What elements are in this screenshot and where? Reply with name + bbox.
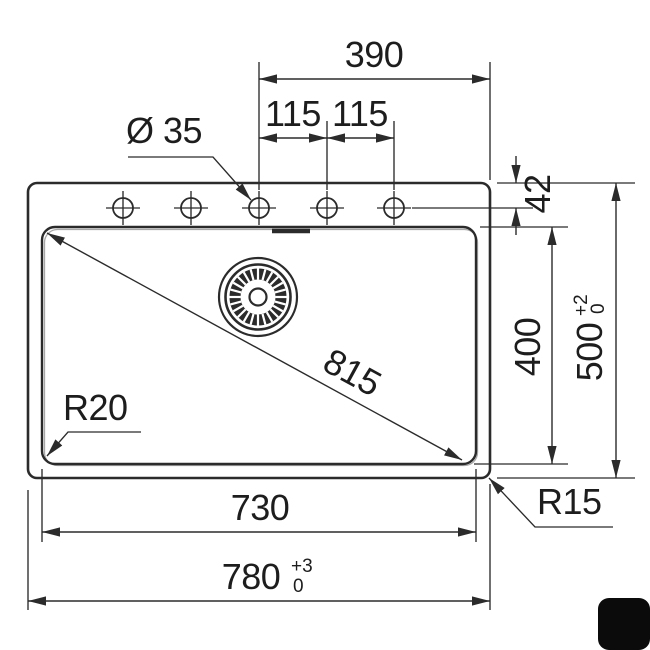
- callout-outer-radius: R15: [488, 477, 613, 528]
- dim-500-label: 500: [569, 323, 610, 382]
- dim-780: 780 +3 0: [27, 484, 491, 610]
- faucet-hole-3: [242, 191, 276, 225]
- dim-115-pair: 115 115: [259, 93, 395, 190]
- dim-730-label: 730: [231, 487, 290, 528]
- dim-780-label: 780: [222, 556, 281, 597]
- dim-780-tol-minus: 0: [293, 576, 304, 597]
- callout-bowl-radius: R20: [46, 387, 141, 457]
- dim-780-tol-plus: +3: [291, 556, 313, 577]
- sink-bowl: [40, 225, 479, 467]
- dim-115-right-label: 115: [332, 93, 388, 134]
- faucet-hole-4: [310, 191, 344, 225]
- dim-815-label: 815: [317, 340, 388, 404]
- dim-diameter-label: Ø 35: [126, 110, 202, 151]
- dim-400: 400: [474, 226, 568, 465]
- dim-r20-label: R20: [63, 387, 128, 428]
- dim-730: 730: [41, 469, 477, 542]
- faucet-hole-1: [106, 191, 140, 225]
- dim-115-left-label: 115: [265, 93, 321, 134]
- dim-42: 42: [412, 156, 635, 235]
- dim-390: 390: [258, 34, 491, 190]
- callout-hole-diameter: Ø 35: [126, 110, 252, 201]
- drain-strainer: [217, 256, 299, 338]
- dim-500: 500 +2 0: [497, 183, 635, 479]
- dim-400-label: 400: [507, 318, 548, 377]
- dim-42-label: 42: [517, 174, 558, 213]
- dim-500-tol-minus: 0: [588, 303, 609, 314]
- dim-390-label: 390: [345, 34, 404, 75]
- dim-r15-label: R15: [537, 481, 602, 522]
- faucet-hole-2: [174, 191, 208, 225]
- faucet-hole-5: [377, 191, 411, 225]
- dim-500-tol-plus: +2: [571, 294, 592, 316]
- strainer-slots: [229, 268, 287, 326]
- corner-mark: [598, 598, 650, 650]
- faucet-holes: [106, 191, 411, 225]
